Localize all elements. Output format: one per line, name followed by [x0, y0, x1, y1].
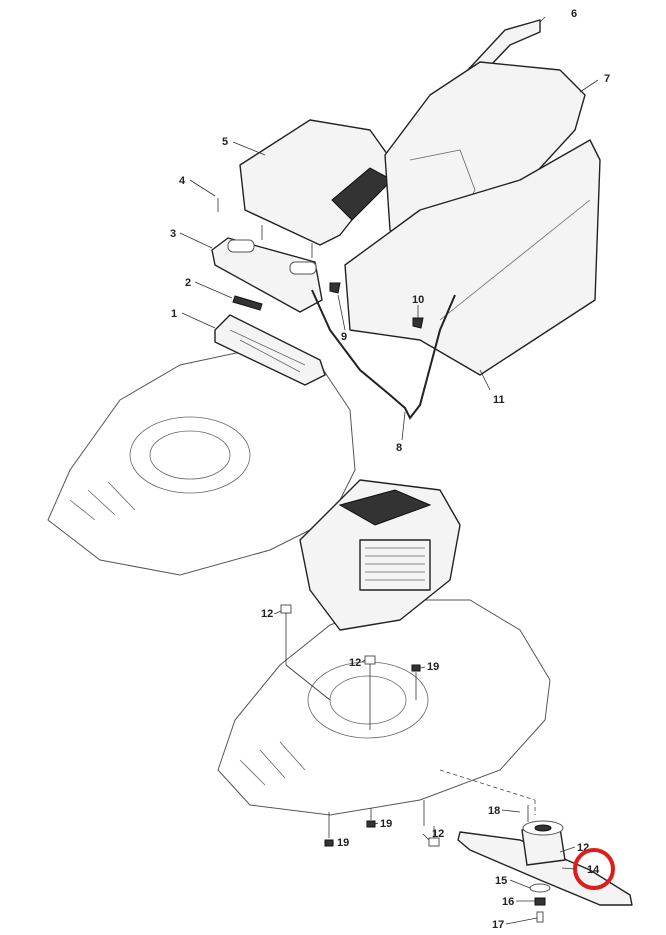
callout-5: 5 [222, 136, 228, 148]
callout-16: 16 [502, 896, 514, 908]
blade-assembly [457, 805, 633, 923]
callout-18: 18 [488, 805, 500, 817]
callout-8: 8 [396, 442, 402, 454]
callout-1: 1 [171, 308, 177, 320]
callout-7: 7 [604, 73, 610, 85]
part-2-spring [232, 295, 263, 311]
callout-19-b: 19 [380, 818, 392, 830]
part-4-screws [217, 198, 313, 258]
engine [299, 479, 461, 631]
callout-17: 17 [492, 919, 504, 931]
callout-10: 10 [412, 294, 424, 306]
callout-12-a: 12 [261, 608, 273, 620]
part-5-top-cover [239, 119, 396, 246]
callout-19-a: 19 [427, 661, 439, 673]
part-1-base-plate [214, 314, 326, 386]
deck-leader-lines [285, 625, 536, 838]
callout-12-c: 12 [432, 828, 444, 840]
callout-19-c: 19 [337, 837, 349, 849]
part-11-grass-bag [344, 139, 601, 376]
lower-mower-deck [217, 599, 551, 816]
callout-labels: 6 7 5 4 3 2 1 9 10 11 8 12 12 19 19 19 1… [170, 8, 610, 931]
callout-15: 15 [495, 875, 507, 887]
callout-3: 3 [170, 228, 176, 240]
callout-6: 6 [571, 8, 577, 20]
callout-2: 2 [185, 277, 191, 289]
callout-12-b: 12 [349, 657, 361, 669]
part-8-wire-frame [311, 289, 456, 420]
highlight-ring [573, 848, 615, 890]
callout-4: 4 [179, 175, 186, 187]
callout-14: 14 [587, 864, 600, 876]
part-3-hinge-bar [211, 237, 323, 313]
callout-9: 9 [341, 331, 347, 343]
part-10-clip [412, 317, 424, 329]
callout-11: 11 [493, 394, 505, 406]
upper-mower-deck [47, 349, 356, 576]
part-9-clip [329, 282, 341, 294]
callout-leaders [179, 16, 599, 925]
